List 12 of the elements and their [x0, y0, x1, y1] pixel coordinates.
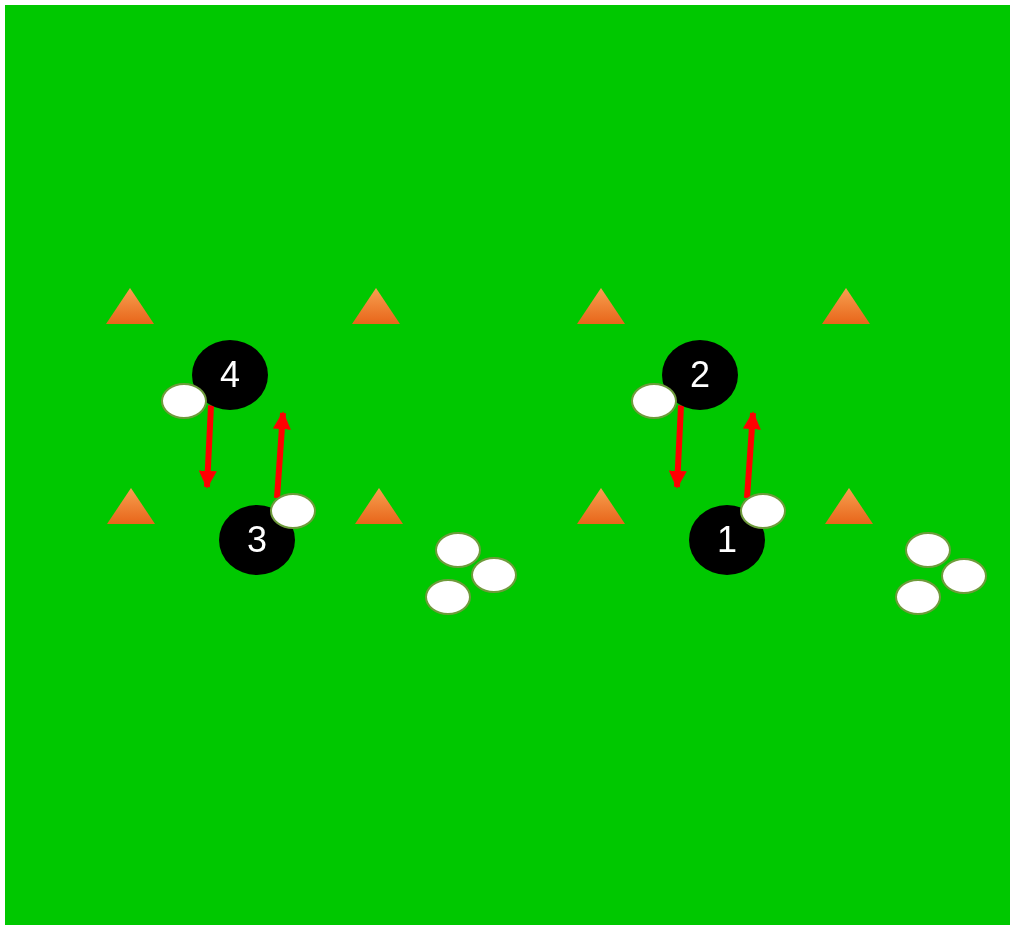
arrow: [668, 405, 687, 489]
cone-marker: [352, 288, 400, 324]
cone-marker: [577, 288, 625, 324]
cone-marker: [106, 288, 154, 324]
cone-marker: [822, 288, 870, 324]
cone-marker: [825, 488, 873, 524]
cone-marker: [107, 488, 155, 524]
arrow: [198, 405, 217, 489]
cone-marker: [577, 488, 625, 524]
arrow: [272, 411, 291, 499]
arrow: [742, 411, 761, 499]
cone-marker: [355, 488, 403, 524]
